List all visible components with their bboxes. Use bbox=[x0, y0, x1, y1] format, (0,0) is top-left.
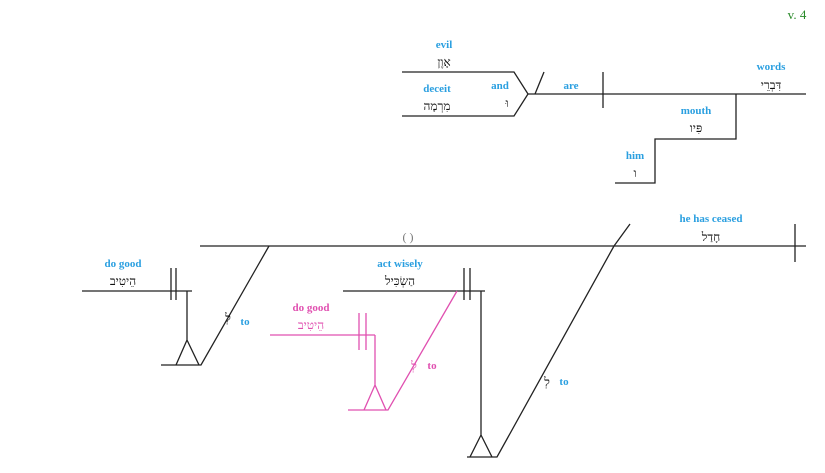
do-good-en: do good bbox=[105, 258, 142, 270]
verb-slash bbox=[534, 71, 545, 95]
verb-slash-2 bbox=[613, 223, 631, 247]
deceit-en: deceit bbox=[423, 83, 451, 95]
mouth-en: mouth bbox=[681, 105, 712, 117]
ceased-en: he has ceased bbox=[680, 213, 743, 225]
him-en: him bbox=[626, 150, 644, 162]
him-he: ו bbox=[633, 166, 636, 180]
words-he: דִּבְרֵי bbox=[761, 78, 782, 92]
act-wisely-en: act wisely bbox=[377, 258, 423, 270]
to2-he: לְ bbox=[410, 359, 417, 373]
evil-he: אָוֶן bbox=[437, 55, 450, 69]
and-en: and bbox=[491, 80, 509, 92]
to3-en: to bbox=[559, 376, 569, 388]
to3-he: לְ bbox=[543, 375, 550, 389]
evil-en: evil bbox=[436, 39, 453, 51]
implied-subject: ( ) bbox=[403, 230, 414, 244]
verse-label: v. 4 bbox=[788, 7, 807, 22]
clause-2: ( ) he has ceased חָדַל do good הֵיטִיב … bbox=[82, 213, 806, 458]
do-good-pink-he: הֵיטִיב bbox=[298, 318, 324, 332]
mouth-he: פִּיו bbox=[690, 121, 703, 135]
and-he: וּ bbox=[504, 96, 508, 110]
deceit-he: מִרְמָה bbox=[423, 99, 450, 113]
to1-en: to bbox=[240, 316, 250, 328]
do-good-structure bbox=[82, 245, 270, 366]
to1-he: לְ bbox=[224, 311, 231, 325]
words-en: words bbox=[757, 61, 786, 73]
are-en: are bbox=[563, 80, 578, 92]
compound-subject-lines bbox=[402, 71, 529, 117]
do-good-he: הֵיטִיב bbox=[110, 274, 136, 288]
to2-en: to bbox=[427, 360, 437, 372]
ceased-he: חָדַל bbox=[701, 230, 721, 244]
do-good-pink-en: do good bbox=[293, 302, 330, 314]
do-good-pink-structure bbox=[270, 290, 458, 411]
modifier-lines bbox=[615, 94, 737, 184]
clause-1: evil אָוֶן deceit מִרְמָה and וּ are wor… bbox=[402, 39, 806, 184]
baseline-2 bbox=[200, 224, 806, 262]
act-wisely-structure bbox=[343, 245, 615, 458]
act-wisely-he: הַשְׂכִּיל bbox=[384, 274, 415, 288]
